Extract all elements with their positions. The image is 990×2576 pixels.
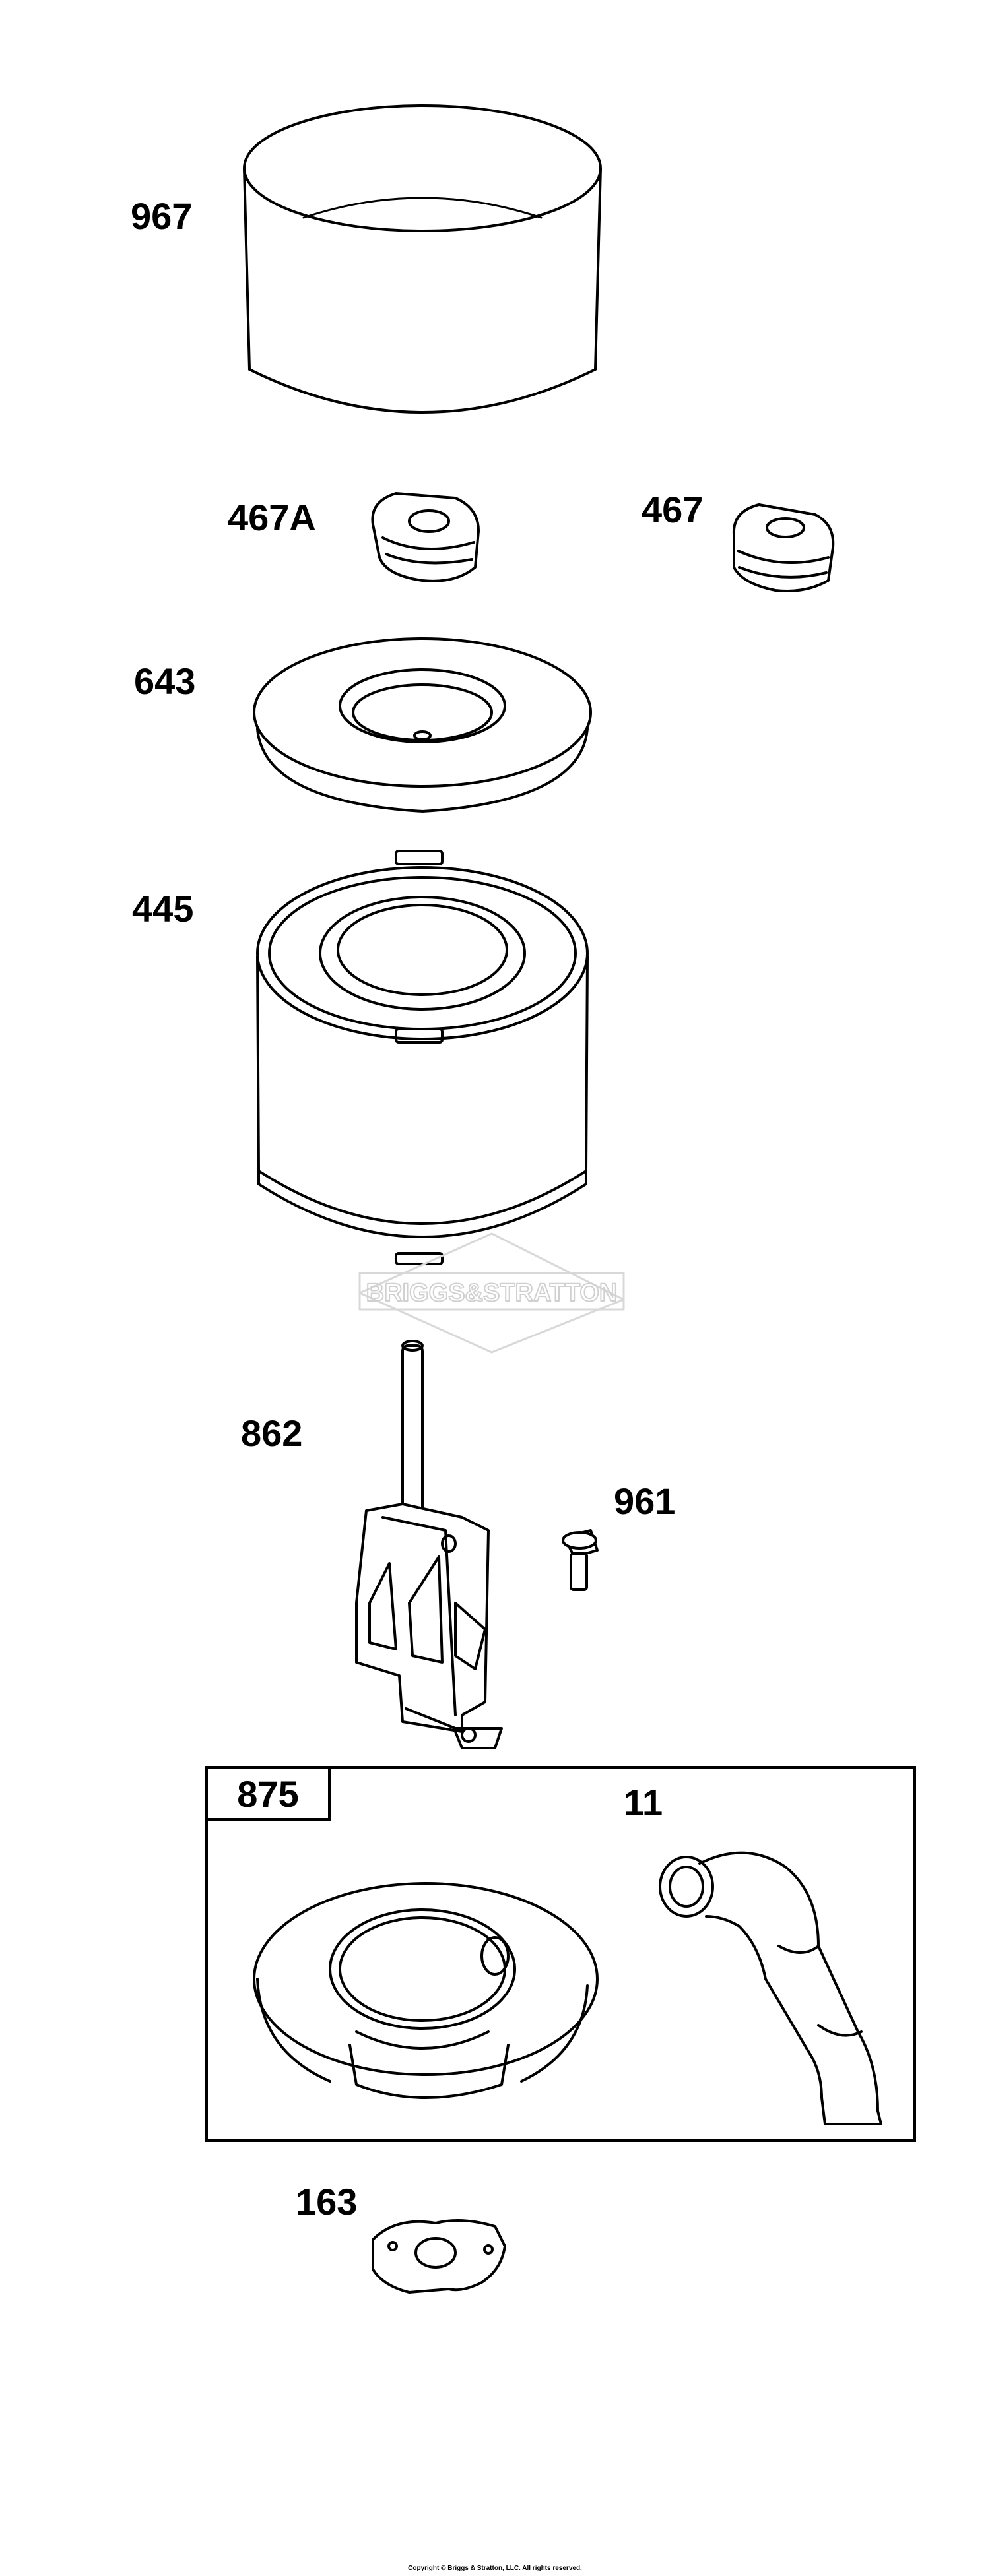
label-467a: 467A [228,497,316,538]
label-967: 967 [131,195,193,237]
label-163: 163 [296,2181,358,2222]
label-11: 11 [624,1782,663,1823]
copyright-text: Copyright © Briggs & Stratton, LLC. All … [408,2565,582,2572]
label-875: 875 [205,1766,331,1821]
kit-875-box [205,1766,916,2142]
pre-cleaner-sleeve-icon [243,104,602,414]
brand-watermark: BRIGGS&STRATTON [358,1232,625,1354]
knob-icon [732,503,835,592]
watermark-text: BRIGGS&STRATTON [366,1279,618,1307]
label-467: 467 [642,489,704,530]
knob-icon [371,492,480,582]
screw-icon [562,1529,599,1591]
label-961: 961 [614,1480,676,1522]
base-kit-icon [253,1882,599,2099]
cover-seal-icon [253,637,592,813]
stud-bracket-icon [355,1340,503,1749]
gasket-icon [372,2219,506,2294]
label-445: 445 [132,888,194,929]
air-filter-cartridge-icon [256,850,589,1265]
breather-tube-icon [659,1851,882,2125]
label-643: 643 [134,660,196,702]
label-862: 862 [241,1412,303,1454]
